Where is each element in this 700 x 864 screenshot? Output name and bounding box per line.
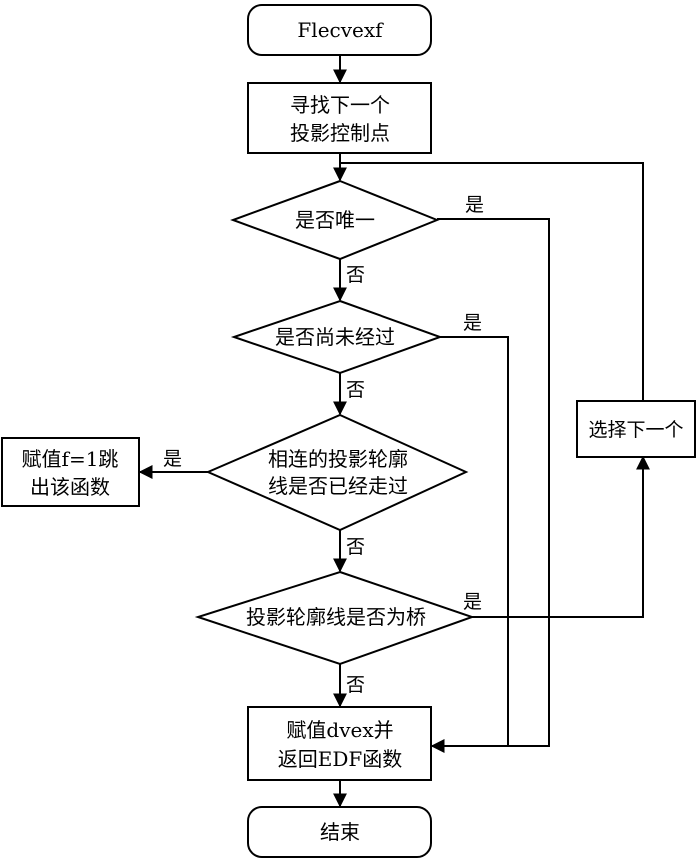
connected-passed-label-2: 线是否已经走过	[268, 474, 408, 498]
is-unique-decision: 是否唯一	[230, 179, 440, 261]
label-bridge-no: 否	[346, 674, 365, 696]
assign-dvex-label-1: 赋值dvex并	[286, 718, 393, 742]
label-unique-yes: 是	[465, 194, 484, 216]
connected-passed-decision: 相连的投影轮廓 线是否已经走过	[205, 413, 469, 532]
find-next-label-1: 寻找下一个	[290, 93, 390, 117]
find-next-label-2: 投影控制点	[290, 121, 390, 145]
is-bridge-decision: 投影轮廓线是否为桥	[194, 570, 476, 666]
edge-bridge-yes	[472, 455, 650, 618]
is-bridge-label: 投影轮廓线是否为桥	[246, 605, 426, 629]
edge-select-loop	[340, 162, 644, 400]
label-bridge-yes: 是	[463, 591, 482, 613]
assign-f-label-2: 出该函数	[30, 475, 110, 499]
label-unique-no: 否	[346, 264, 365, 286]
edge-labels: 是 否 是 否 是 否 是 否	[163, 194, 484, 696]
find-next-node: 寻找下一个 投影控制点	[247, 82, 432, 154]
assign-f-node: 赋值f=1跳 出该函数	[1, 437, 140, 507]
label-connected-no: 否	[346, 536, 365, 558]
end-node: 结束	[247, 806, 432, 858]
assign-f-label-1: 赋值f=1跳	[22, 447, 119, 471]
connected-passed-label-1: 相连的投影轮廓	[268, 447, 408, 471]
label-connected-yes: 是	[163, 448, 182, 470]
edge-unique-yes	[430, 218, 550, 753]
start-label: Flecvexf	[297, 18, 384, 42]
not-passed-label: 是否尚未经过	[275, 325, 395, 349]
label-notpassed-no: 否	[346, 379, 365, 401]
assign-dvex-label-2: 返回EDF函数	[278, 747, 403, 771]
label-notpassed-yes: 是	[463, 312, 482, 334]
select-next-node: 选择下一个	[576, 400, 696, 458]
edge-notpassed-yes	[440, 336, 509, 746]
end-label: 结束	[320, 820, 360, 844]
not-passed-decision: 是否尚未经过	[230, 299, 443, 375]
select-next-label: 选择下一个	[588, 419, 683, 441]
start-node: Flecvexf	[247, 4, 432, 56]
is-unique-label: 是否唯一	[295, 208, 375, 232]
assign-dvex-node: 赋值dvex并 返回EDF函数	[247, 706, 432, 781]
connectors	[138, 55, 650, 808]
